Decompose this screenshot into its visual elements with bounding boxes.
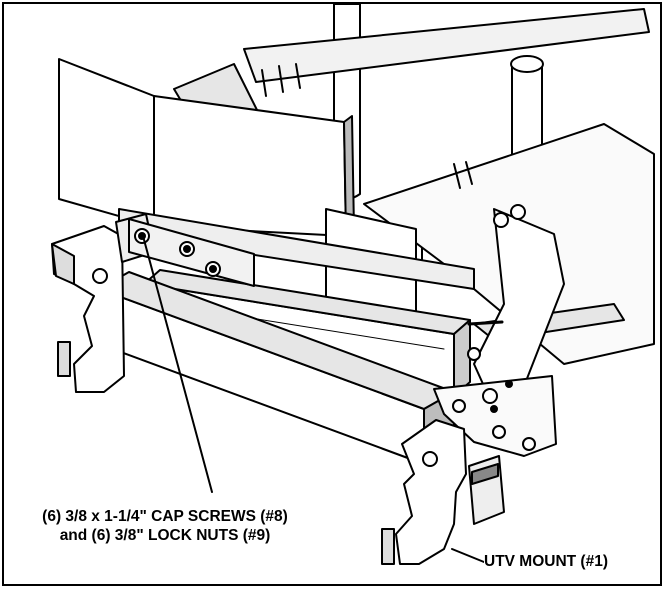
front-lower-plate <box>381 419 505 565</box>
callout-utv-mount: UTV MOUNT (#1) <box>484 552 608 571</box>
leader-lines <box>142 235 485 563</box>
right-mount-plate <box>433 204 565 457</box>
guard-panels <box>58 58 417 367</box>
callout-screws-line2: and (6) 3/8" LOCK NUTS (#9) <box>59 527 271 544</box>
leader-line-mount <box>451 548 485 563</box>
leader-line-screws <box>142 235 213 493</box>
callout-cap-screws: (6) 3/8 x 1-1/4" CAP SCREWS (#8) and (6)… <box>14 507 316 545</box>
callout-screws-line1: (6) 3/8 x 1-1/4" CAP SCREWS (#8) <box>42 508 288 525</box>
mount-illustration <box>51 4 655 565</box>
